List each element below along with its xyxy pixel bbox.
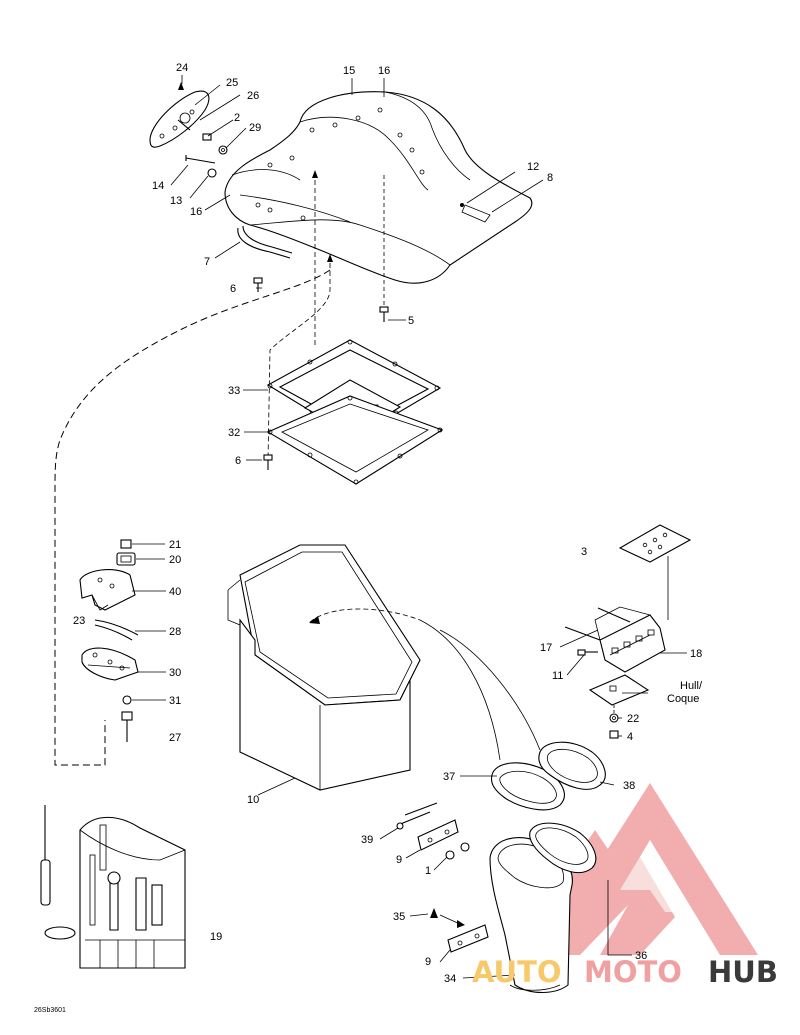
washer-22-nut-4 <box>609 705 619 739</box>
gasket-frame-32 <box>266 395 444 485</box>
callout-13: 13 <box>170 195 182 207</box>
washer-31-bolt-27 <box>121 695 133 742</box>
tool-kit <box>40 805 186 969</box>
figure-code: 26Sb3601 <box>34 1007 66 1014</box>
callout-2: 2 <box>234 112 240 124</box>
screws-39 <box>396 802 438 830</box>
callout-5: 5 <box>408 315 414 327</box>
callout-8: 8 <box>547 172 553 184</box>
callout-6-top: 6 <box>230 283 236 295</box>
callout-7: 7 <box>204 256 210 268</box>
leader-lines <box>132 75 687 979</box>
callout-10: 10 <box>247 794 259 806</box>
callout-35: 35 <box>393 911 405 923</box>
watermark-hub: HUB <box>708 955 778 989</box>
hull-label-2: Coque <box>667 693 699 705</box>
callout-27: 27 <box>169 732 181 744</box>
latch-40 <box>79 569 136 611</box>
watermark-auto: AUTO <box>472 955 562 989</box>
callout-3: 3 <box>581 546 587 558</box>
callout-30: 30 <box>169 667 181 679</box>
callout-23: 23 <box>73 615 85 627</box>
dashed-leader <box>54 269 331 766</box>
latch-hardware <box>178 82 228 178</box>
intake-duct-34 <box>489 822 597 994</box>
hull-label-1: Hull/ <box>680 680 703 692</box>
callout-9-upper: 9 <box>396 854 402 866</box>
storage-bin <box>227 544 421 791</box>
callout-34: 34 <box>444 973 456 985</box>
latch-plate <box>149 90 210 148</box>
callouts: 24 25 26 2 29 14 13 16 15 16 12 8 7 6 5 … <box>34 62 703 1014</box>
callout-6-lower: 6 <box>235 455 241 467</box>
screw-11 <box>577 649 598 656</box>
electrical-box <box>564 606 666 673</box>
callout-36: 36 <box>635 950 647 962</box>
callout-16-left: 16 <box>190 206 202 218</box>
seat-point-12 <box>460 203 464 207</box>
callout-25: 25 <box>226 77 238 89</box>
callout-33: 33 <box>228 385 240 397</box>
screw-6-lower <box>263 454 273 470</box>
callout-37: 37 <box>443 771 455 783</box>
callout-32: 32 <box>228 427 240 439</box>
callout-4: 4 <box>627 731 633 743</box>
callout-38: 38 <box>623 780 635 792</box>
callout-12: 12 <box>527 161 539 173</box>
callout-17: 17 <box>540 642 552 654</box>
callout-22: 22 <box>627 713 639 725</box>
vent-38 <box>538 741 606 790</box>
callout-18: 18 <box>690 648 702 660</box>
callout-29: 29 <box>249 122 261 134</box>
seat-holes <box>255 107 425 221</box>
nut-21 <box>120 539 132 549</box>
callout-15: 15 <box>343 65 355 77</box>
callout-31: 31 <box>169 695 181 707</box>
callout-9-lower: 9 <box>425 956 431 968</box>
spring-28 <box>94 619 139 641</box>
lock-base-30 <box>81 647 139 681</box>
seat-assembly <box>224 91 533 284</box>
washer-1 <box>445 842 470 860</box>
screw-5 <box>379 175 389 322</box>
plate-3 <box>618 524 692 620</box>
automotohub-watermark: AUTO MOTO HUB <box>472 955 778 989</box>
callout-24: 24 <box>176 62 188 74</box>
bushing-20 <box>116 552 136 566</box>
nut-35 <box>430 908 465 928</box>
callout-19: 19 <box>210 931 222 943</box>
callout-40: 40 <box>169 586 181 598</box>
bracket-9-lower <box>447 924 489 953</box>
screw-6-top <box>253 277 263 292</box>
hull-plate <box>588 674 650 706</box>
callout-39: 39 <box>361 834 373 846</box>
callout-28: 28 <box>169 626 181 638</box>
bracket-9-upper <box>417 819 459 851</box>
callout-1: 1 <box>425 865 431 877</box>
callout-16-top: 16 <box>378 65 390 77</box>
callout-11: 11 <box>552 670 563 682</box>
callout-20: 20 <box>169 554 181 566</box>
vent-37 <box>490 762 565 811</box>
callout-14: 14 <box>152 180 164 192</box>
callout-26: 26 <box>247 90 259 102</box>
watermark-moto: MOTO <box>584 955 682 989</box>
callout-21: 21 <box>169 539 181 551</box>
